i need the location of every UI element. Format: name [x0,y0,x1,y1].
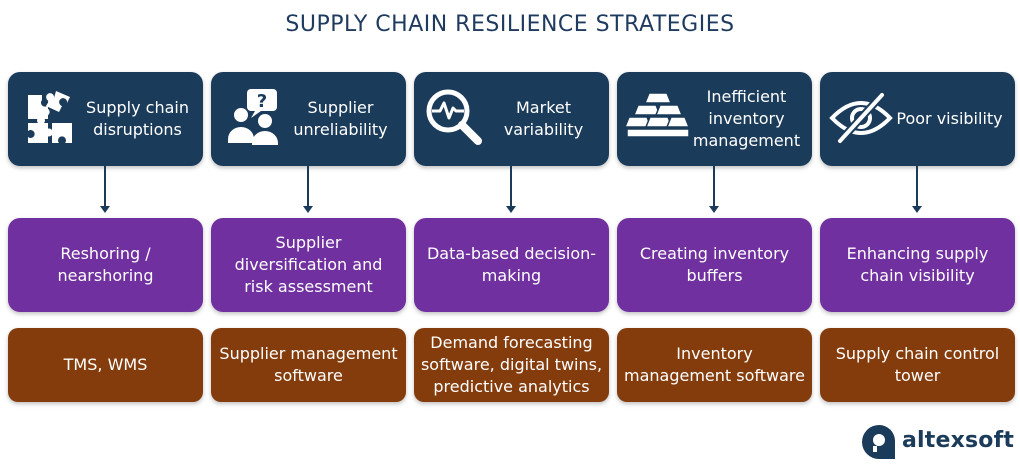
tool-box: Supplier management software [211,328,406,402]
column-inefficient-inventory: Inefficient inventory management Creatin… [617,72,812,407]
tool-box: TMS, WMS [8,328,203,402]
problem-label: Poor visibility [896,109,1003,128]
tool-box: Supply chain control tower [820,328,1015,402]
connector-line [510,166,512,208]
altexsoft-logo: altexsoft [862,424,1015,460]
column-market-variability: Market variability Data-based decision-m… [414,72,609,407]
magnifier-pulse-icon [426,89,482,145]
arrow-down-icon [912,206,922,213]
tool-box: Inventory management software [617,328,812,402]
stacked-bars-icon [625,92,691,138]
connector-line [307,166,309,208]
column-poor-visibility: Poor visibility Enhancing supply chain v… [820,72,1015,407]
altexsoft-logo-icon [862,425,895,459]
svg-text:?: ? [257,91,267,112]
strategy-box: Reshoring / nearshoring [8,218,203,312]
arrow-down-icon [506,206,516,213]
strategy-box: Enhancing supply chain visibility [820,218,1015,312]
connector-line [104,166,106,208]
problem-box: Supply chain disruptions [8,72,203,166]
problem-box: ? Supplier unreliability [211,72,406,166]
strategy-box: Data-based decision-making [414,218,609,312]
problem-box: Poor visibility [820,72,1015,166]
tool-box: Demand forecasting software, digital twi… [414,328,609,402]
connector-line [916,166,918,208]
people-question-icon: ? [228,89,278,145]
page-title: SUPPLY CHAIN RESILIENCE STRATEGIES [285,12,735,37]
strategy-box: Supplier diversification and risk assess… [211,218,406,312]
problem-label: Market variability [503,98,584,139]
arrow-down-icon [303,206,313,213]
logo-text: altexsoft [902,428,1015,453]
problem-label: Supply chain disruptions [86,98,189,139]
arrow-down-icon [100,206,110,213]
eye-slash-icon [829,92,893,144]
problem-label: Inefficient inventory management [692,87,801,150]
arrow-down-icon [709,206,719,213]
strategy-box: Creating inventory buffers [617,218,812,312]
problem-box: Inefficient inventory management [617,72,812,166]
problem-label: Supplier unreliability [293,98,388,139]
connector-line [713,166,715,208]
column-supply-chain-disruptions: Supply chain disruptions Reshoring / nea… [8,72,203,407]
column-supplier-unreliability: ? Supplier unreliability Supplier divers… [211,72,406,407]
puzzle-icon [28,91,72,143]
problem-box: Market variability [414,72,609,166]
